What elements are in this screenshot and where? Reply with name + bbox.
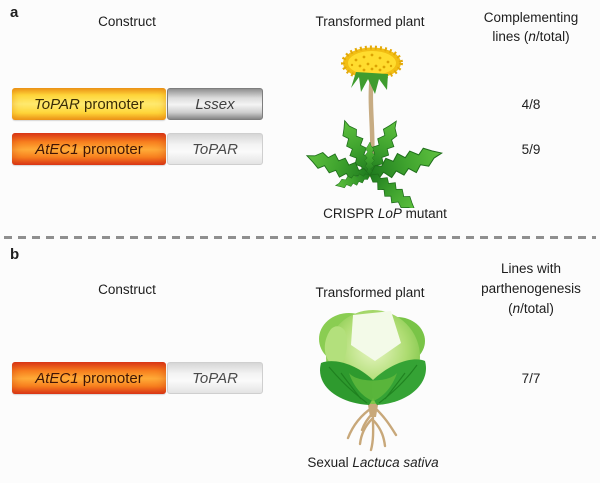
promoter-gene-name: ToPAR <box>33 95 80 113</box>
atec1-promoter-box: AtEC1 promoter <box>12 362 166 394</box>
panel-a-result-header: Complementing lines (n/total) <box>451 8 600 46</box>
panel-divider-dashed-line <box>4 236 596 239</box>
topar-gene-box: ToPAR <box>167 133 263 165</box>
panel-b-result-header-line2: parthenogenesis <box>481 281 581 296</box>
promoter-gene-name: AtEC1 <box>35 369 79 387</box>
panel-a-label: a <box>10 4 19 21</box>
atec1-promoter-box: AtEC1 promoter <box>12 133 166 165</box>
panel-b-result-header: Lines with parthenogenesis (n/total) <box>451 259 600 319</box>
panel-b-result-header-line3: (n/total) <box>508 301 554 316</box>
panel-b-plant-caption: Sexual Lactuca sativa <box>307 455 439 470</box>
panel-a-result-header-line1: Complementing <box>483 10 579 25</box>
promoter-suffix: promoter <box>79 95 145 113</box>
gene-name: ToPAR <box>192 140 238 158</box>
promoter-suffix: promoter <box>78 369 143 387</box>
panel-a-result-header-line2: lines (n/total) <box>492 29 570 44</box>
complementing-lines-value-row1: 4/8 <box>521 97 541 112</box>
promoter-gene-name: AtEC1 <box>35 140 79 158</box>
dandelion-plant-icon <box>298 40 448 218</box>
panel-a-transformed-plant-header: Transformed plant <box>315 14 425 29</box>
promoter-suffix: promoter <box>78 140 143 158</box>
lssex-gene-box: Lssex <box>167 88 263 120</box>
construct-row-atec1-topar-b: AtEC1 promoter ToPAR <box>12 362 263 394</box>
gene-name: Lssex <box>195 95 235 113</box>
panel-b-result-header-line1: Lines with <box>500 261 562 276</box>
panel-b-construct-header: Construct <box>98 282 156 297</box>
complementing-lines-value-row2: 5/9 <box>521 142 541 157</box>
construct-row-topar-lssex: ToPAR promoter Lssex <box>12 88 263 120</box>
topar-promoter-box: ToPAR promoter <box>12 88 166 120</box>
panel-b-transformed-plant-header: Transformed plant <box>315 285 425 300</box>
gene-name: ToPAR <box>192 369 238 387</box>
panel-a-plant-caption: CRISPR LoP mutant <box>323 206 447 221</box>
parthenogenesis-lines-value: 7/7 <box>521 371 541 386</box>
panel-b-label: b <box>10 246 20 263</box>
construct-row-atec1-topar: AtEC1 promoter ToPAR <box>12 133 263 165</box>
topar-gene-box: ToPAR <box>167 362 263 394</box>
panel-a-construct-header: Construct <box>98 14 156 29</box>
lettuce-plant-icon <box>303 303 443 458</box>
